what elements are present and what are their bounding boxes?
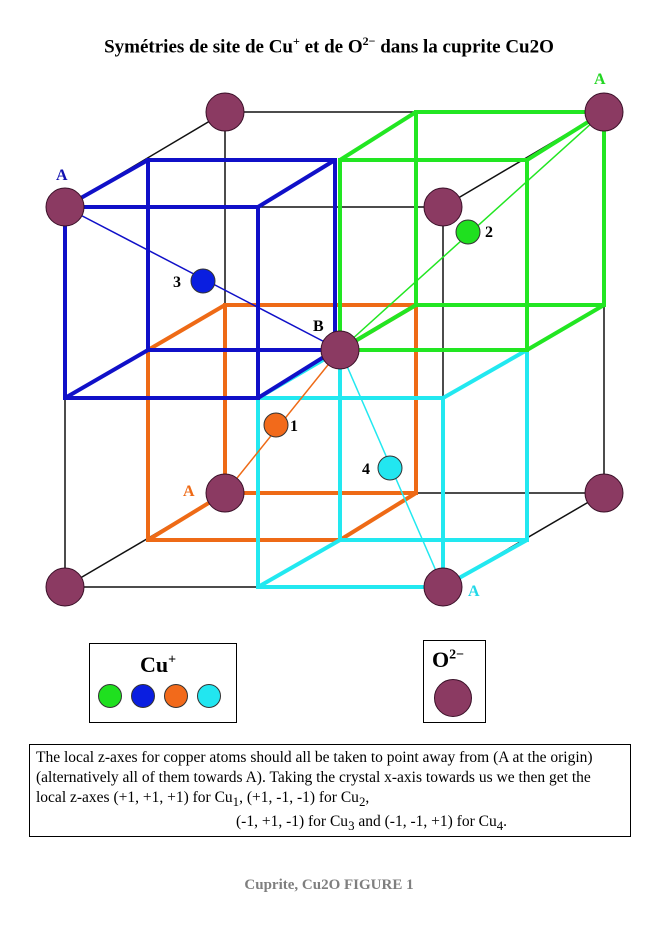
- legend-dot-cyan: [197, 684, 221, 708]
- oxygen-atom: [423, 567, 463, 607]
- oxygen-atom: [205, 92, 245, 132]
- blue-edge-3: [63, 348, 150, 400]
- label-A-left: A: [56, 167, 68, 184]
- title-suffix: dans la cuprite Cu2O: [375, 36, 554, 58]
- legend-copper-charge: +: [168, 652, 177, 668]
- legend-dot-blue: [131, 684, 155, 708]
- orange-cube-front: [146, 348, 342, 542]
- legend-oxygen-label: O: [432, 647, 450, 672]
- note-line-2: (-1, +1, -1) for Cu3 and (-1, -1, +1) fo…: [36, 812, 624, 836]
- page-title: Symétries de site de Cu+ et de O2− dans …: [0, 34, 658, 58]
- note-text-6: .: [503, 813, 508, 831]
- label-A-orange: A: [183, 483, 195, 500]
- legend-dot-orange: [164, 684, 188, 708]
- oxygen-atom: [45, 187, 85, 227]
- legend-oxygen-charge: 2−: [449, 647, 465, 663]
- oxygen-atom: [45, 567, 85, 607]
- label-4: 4: [362, 461, 370, 478]
- figure-caption: Cuprite, Cu2O FIGURE 1: [244, 877, 414, 893]
- cuprite-structure-diagram: A A A A B 1 2 3 4: [45, 71, 624, 607]
- legend-oxygen: O2−: [423, 640, 486, 723]
- label-1: 1: [290, 418, 298, 435]
- label-A-top-right: A: [594, 71, 606, 88]
- label-A-cyan: A: [468, 583, 480, 600]
- copper-atom-3: [190, 268, 216, 294]
- label-2: 2: [485, 224, 493, 241]
- orange-edge-1: [146, 303, 227, 352]
- note-sub-2: 2: [358, 794, 366, 810]
- legend-copper: Cu+: [89, 643, 237, 723]
- note-text-5: and (-1, -1, +1) for Cu: [354, 813, 497, 831]
- oxygen-atom-B: [320, 330, 360, 370]
- blue-edge-4: [256, 348, 337, 400]
- label-B: B: [313, 318, 324, 335]
- oxygen-atom: [584, 473, 624, 513]
- copper-atom-4: [377, 455, 403, 481]
- label-3: 3: [173, 274, 181, 291]
- legend-dot-oxygen: [434, 679, 472, 717]
- blue-cube-front: [63, 205, 260, 400]
- title-o-charge: 2−: [362, 34, 376, 48]
- oxygen-atom: [584, 92, 624, 132]
- title-cu-charge: +: [293, 34, 300, 48]
- oxygen-atom: [423, 187, 463, 227]
- note-sub-1: 1: [232, 794, 240, 810]
- blue-edge-2: [256, 158, 337, 209]
- cyan-edge-2: [442, 348, 528, 400]
- green-cube-front: [338, 158, 529, 352]
- note-text-3: ,: [365, 789, 370, 806]
- note-sub-4: 4: [496, 818, 504, 834]
- blue-cube-back: [146, 158, 337, 352]
- legend-copper-label: Cu: [140, 652, 169, 677]
- copper-atom-1: [263, 412, 289, 438]
- cyan-edge-3: [257, 538, 341, 589]
- copper-atom-2: [455, 219, 481, 245]
- note-text-2: , (+1, -1, -1) for Cu: [239, 789, 359, 806]
- note-text-1: The local z-axes for copper atoms should…: [36, 749, 593, 806]
- orange-edge-4: [338, 491, 418, 542]
- cyan-cube-back: [338, 348, 529, 542]
- oxygen-atoms: [45, 92, 624, 607]
- legend-dot-green: [98, 684, 122, 708]
- explanation-note: The local z-axes for copper atoms should…: [29, 744, 631, 837]
- green-edge-4: [525, 303, 606, 352]
- title-prefix: Symétries de site de Cu: [104, 36, 293, 58]
- green-edge-1: [338, 110, 418, 162]
- note-text-4: (-1, +1, -1) for Cu: [236, 813, 349, 831]
- oxygen-atom: [205, 473, 245, 513]
- title-middle: et de O: [299, 36, 363, 58]
- note-sub-3: 3: [348, 818, 355, 834]
- legend-oxygen-title: O2−: [432, 647, 464, 673]
- legend-copper-title: Cu+: [140, 652, 176, 678]
